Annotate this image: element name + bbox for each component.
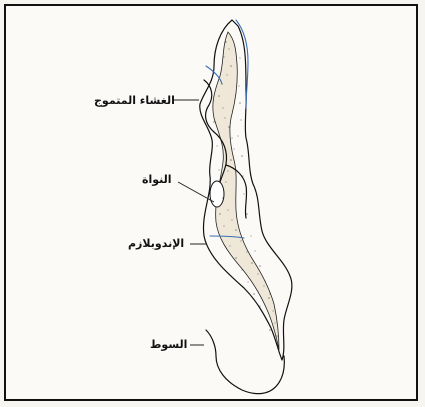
- stipple-dot: [276, 335, 278, 337]
- stipple-dot: [241, 155, 243, 157]
- stipple-dot: [223, 56, 224, 57]
- stipple-dot: [213, 121, 215, 123]
- stipple-dot: [263, 285, 264, 286]
- stipple-dot: [259, 265, 261, 267]
- stipple-dot: [250, 235, 251, 236]
- stipple-dot: [231, 137, 232, 138]
- stipple-dot: [222, 197, 224, 199]
- stipple-dot: [226, 74, 227, 75]
- label-endoplasm: الإندوبلازم: [128, 238, 184, 249]
- stipple-dot: [272, 310, 273, 311]
- flagellum: [206, 330, 284, 394]
- stipple-dot: [230, 159, 232, 161]
- stipple-dot: [264, 280, 265, 281]
- stipple-dot: [269, 329, 271, 331]
- stipple-dot: [227, 170, 228, 171]
- stipple-dot: [231, 219, 232, 220]
- stipple-dot: [227, 209, 228, 210]
- stipple-dot: [235, 229, 237, 231]
- stipple-dot: [230, 65, 232, 67]
- stipple-dot: [222, 107, 223, 108]
- stipple-dot: [239, 57, 240, 58]
- stipple-dot: [229, 245, 230, 246]
- stipple-dot: [251, 262, 253, 264]
- stipple-dot: [241, 269, 242, 270]
- stipple-dot: [243, 193, 244, 194]
- stipple-dot: [228, 48, 229, 49]
- stipple-dot: [247, 281, 248, 282]
- stipple-dot: [246, 251, 247, 252]
- stipple-dot: [240, 119, 241, 120]
- stipple-dot: [254, 250, 255, 251]
- stipple-dot: [218, 169, 219, 170]
- stipple-dot: [235, 257, 237, 259]
- stipple-dot: [274, 322, 275, 323]
- stipple-dot: [237, 135, 238, 136]
- stipple-dot: [239, 102, 241, 104]
- nucleus: [210, 181, 224, 207]
- stipple-dot: [242, 175, 243, 176]
- stipple-dot: [265, 317, 266, 318]
- stipple-dot: [224, 117, 225, 118]
- stipple-dot: [259, 305, 260, 306]
- stipple-dot: [257, 273, 258, 274]
- stipple-dot: [223, 225, 224, 226]
- label-nucleus: النواة: [142, 174, 172, 185]
- stipple-dot: [238, 85, 239, 86]
- stipple-dot: [216, 145, 217, 146]
- stipple-dot: [268, 297, 270, 299]
- stipple-dot: [225, 41, 227, 43]
- stipple-dot: [246, 213, 248, 215]
- stipple-dot: [221, 83, 222, 84]
- stipple-dot: [269, 293, 270, 294]
- stipple-dot: [253, 293, 255, 295]
- stipple-dot: [240, 240, 241, 241]
- stipple-dot: [233, 148, 234, 149]
- membrane-edge-upper: [236, 20, 248, 108]
- label-undulating-membrane: الغشاء المتموج: [94, 95, 175, 106]
- stipple-dot: [219, 213, 221, 215]
- stipple-dot: [225, 181, 226, 182]
- stipple-dot: [218, 95, 220, 97]
- label-flagellum: السوط: [150, 339, 187, 350]
- stipple-dot: [228, 126, 230, 128]
